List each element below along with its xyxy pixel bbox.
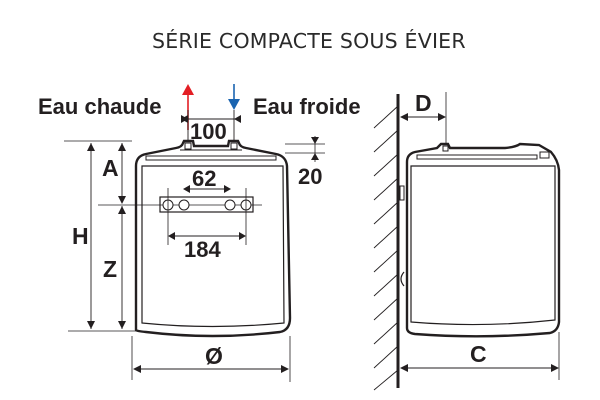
dimension-H-label: H [72,223,89,249]
diagram-title: SÉRIE COMPACTE SOUS ÉVIER [152,29,466,53]
wall-hatching [373,105,399,391]
inner-spacing-dimension: 62 [192,166,216,191]
cold-water-label: Eau froide [253,94,361,119]
dimension-Z-label: Z [103,256,117,282]
cold-water-arrow-icon [228,84,240,110]
top-offset-dimension: 20 [298,164,322,189]
dimension-diameter-label: Ø [205,343,223,369]
dimension-A-label: A [102,155,119,181]
outer-spacing-dimension: 184 [184,237,221,262]
hot-water-label: Eau chaude [38,94,161,119]
pipe-spacing-dimension: 100 [190,119,227,144]
front-view: Eau chaude Eau froide 100 [38,84,361,382]
dimension-C-label: C [470,341,487,367]
side-view: D C [373,90,561,391]
dimension-D-label: D [415,90,432,116]
